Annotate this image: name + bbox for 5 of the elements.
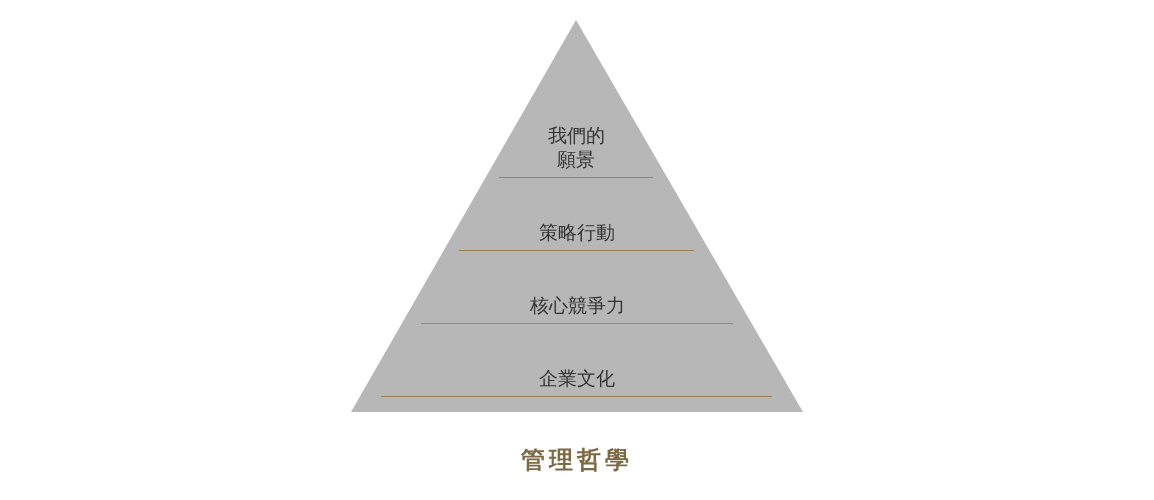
pyramid-level: 企業文化 bbox=[381, 366, 772, 397]
pyramid-level: 我們的願景 bbox=[499, 123, 653, 178]
pyramid-level: 策略行動 bbox=[459, 220, 694, 251]
pyramid-level: 核心競爭力 bbox=[421, 293, 733, 324]
diagram-title: 管理哲學 bbox=[520, 445, 634, 476]
